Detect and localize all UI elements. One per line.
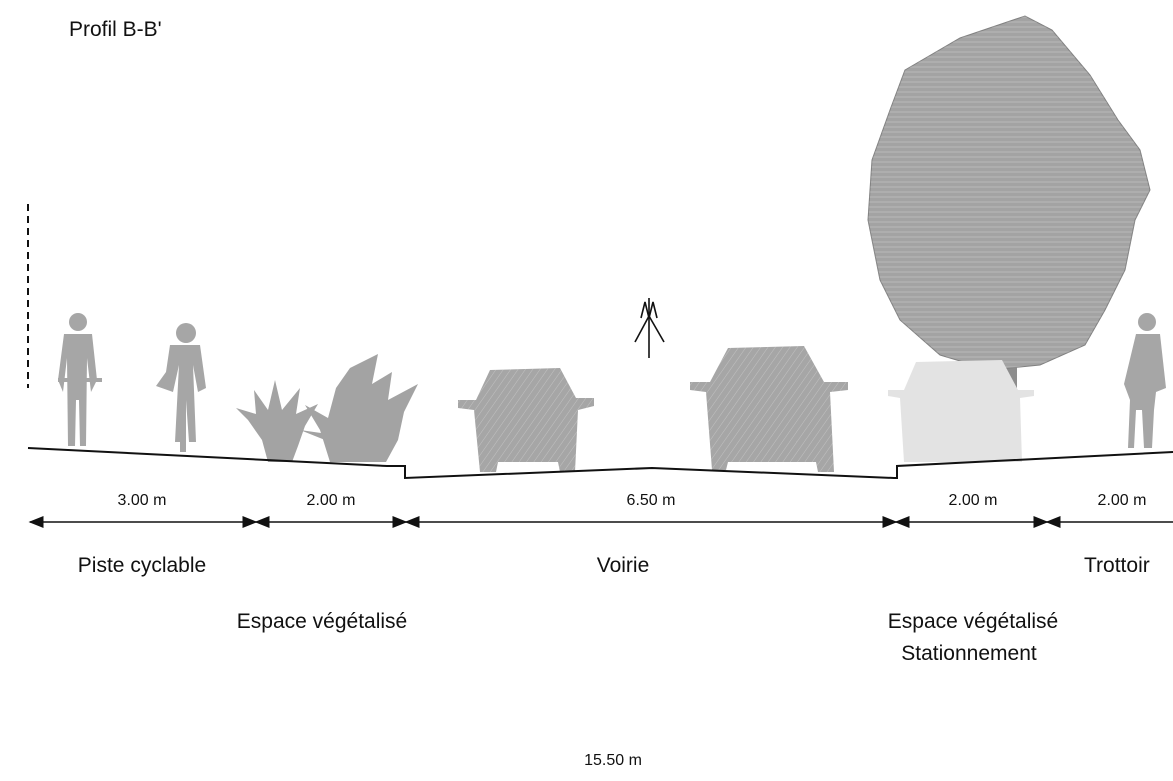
- total-width-label: 15.50 m: [584, 752, 642, 769]
- pedestrian-figure: [1124, 313, 1166, 448]
- dimension-label-piste: 3.00 m: [117, 492, 167, 509]
- car-front-icon: [458, 368, 594, 472]
- zone-label-trottoir: Trottoir: [1084, 554, 1150, 577]
- tree-icon: [867, 15, 1151, 462]
- plant-icon: [300, 354, 418, 462]
- plant-icon: [236, 380, 318, 462]
- zone-label-espace-gauche: Espace végétalisé: [236, 610, 408, 633]
- zone-label-stationnement: Stationnement: [901, 642, 1037, 665]
- zone-label-espace-droite: Espace végétalisé: [887, 610, 1059, 633]
- cyclist-figure: [58, 313, 102, 446]
- dimension-label-voirie: 6.50 m: [626, 492, 676, 509]
- dimension-label-trottoir: 2.00 m: [1097, 492, 1147, 509]
- ground-profile-line: [27, 447, 1173, 480]
- page-title: Profil B-B': [69, 18, 162, 41]
- car-front-icon: [690, 346, 848, 472]
- zone-label-voirie: Voirie: [596, 554, 650, 577]
- car-front-icon: [888, 360, 1034, 462]
- cyclist-figure: [156, 323, 206, 452]
- dimension-label-espace-droite: 2.00 m: [948, 492, 998, 509]
- dimension-label-espace-gauche: 2.00 m: [306, 492, 356, 509]
- north-arrow-icon: [634, 298, 665, 358]
- zone-label-piste: Piste cyclable: [77, 554, 207, 577]
